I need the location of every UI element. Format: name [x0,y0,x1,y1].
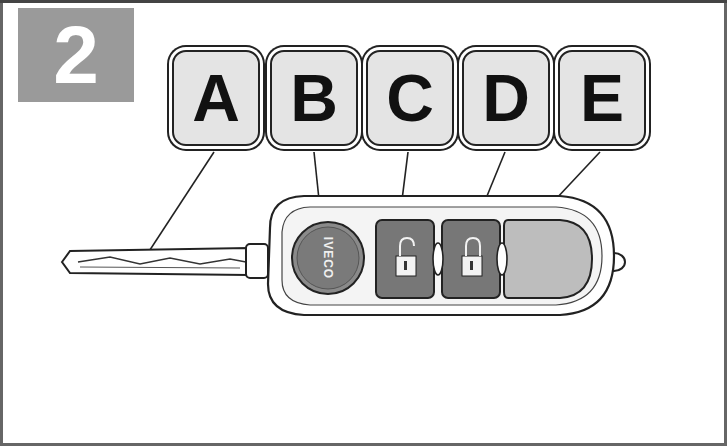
callout-letter: C [366,50,454,146]
buttons [376,220,592,298]
figure-number: 2 [18,8,134,102]
lock-button [376,220,434,298]
logo-button [292,222,364,294]
callout-letter: B [270,50,358,146]
frame-top [0,0,727,3]
callout-letter-text: A [192,65,240,131]
callout-letter-text: E [580,65,624,131]
callout-letter-text: B [290,65,338,131]
callout-letter-text: D [482,65,530,131]
unlock-button [442,220,500,298]
logo-text: IVECO [322,237,334,279]
boot-button [504,220,592,298]
callout-letter: E [558,50,646,146]
figure-number-text: 2 [53,14,99,96]
callout-letter-text: C [386,65,434,131]
key-blade [62,244,268,278]
logo-button-inner [297,227,359,289]
callout-letter: A [172,50,260,146]
fob-body [268,196,625,315]
leader-line [146,152,214,256]
callout-letter: D [462,50,550,146]
lock-icons [396,238,482,276]
